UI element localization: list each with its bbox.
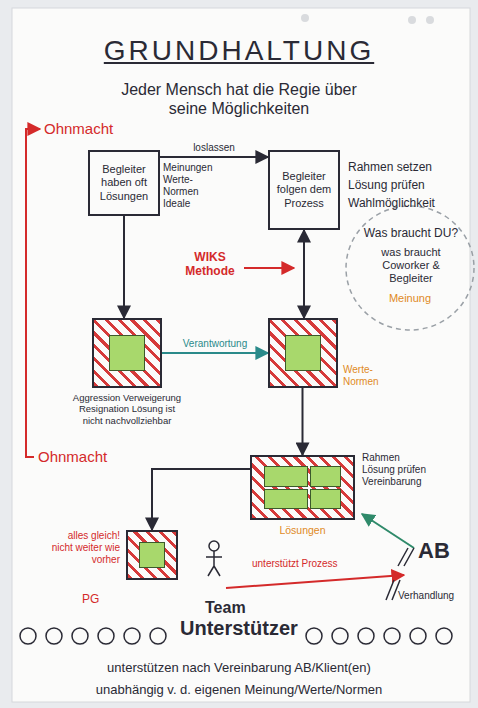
note-label: Rahmen setzen [348, 160, 473, 174]
hatched-box: Lösungen [240, 455, 365, 537]
slash-marks [386, 580, 400, 600]
note-label: PG [82, 592, 99, 606]
hatched-square [268, 318, 338, 388]
method-arrow [244, 267, 294, 269]
node-text: Aggression Verweigerung Resignation Lösu… [72, 392, 182, 426]
note-label: Was braucht DU? [356, 226, 466, 240]
node-text: Lösungen [240, 524, 365, 537]
solution-piece [310, 489, 341, 510]
note-label: Unterstützer [180, 616, 298, 640]
node-text: Begleiter haben oft Lösungen [94, 163, 154, 203]
note-label: unterstützen nach Vereinbarung AB/Klient… [20, 660, 458, 676]
team-circle [46, 628, 62, 644]
note-label: WIKS Methode [180, 250, 240, 279]
ohnmacht-loop [26, 129, 40, 457]
edge-label: loslassen [193, 142, 235, 154]
inner-square [285, 335, 322, 372]
hatched-box: Aggression Verweigerung Resignation Lösu… [72, 318, 182, 426]
note-label: unterstützt Prozess [250, 558, 340, 570]
team-circle [436, 628, 452, 644]
node-text: Werte-Normen [343, 364, 405, 388]
note-label: Verhandlung [398, 590, 454, 602]
hatched-square [250, 455, 355, 520]
connector-arrow [303, 230, 305, 318]
hatched-box: alles gleich! nicht weiter wie vorher [48, 530, 178, 580]
solution-piece [264, 489, 308, 510]
figure-head [209, 541, 219, 551]
edge-label: Verantwortung [183, 338, 248, 350]
hatched-box: Werte-Normen [268, 318, 405, 388]
solution-pieces [264, 466, 341, 510]
punch-hole [408, 16, 416, 24]
team-circle [20, 628, 36, 644]
inner-square [139, 542, 166, 568]
node-caption: Lösungen [240, 524, 365, 537]
note-label: Wahlmöglichkeit [348, 196, 473, 210]
node-text: alles gleich! nicht weiter wie vorher [48, 530, 120, 566]
process-box: Begleiter haben oft Lösungen [88, 150, 160, 216]
note-label: Meinungen Werte-Normen Ideale [163, 162, 219, 210]
dashed-circle [346, 206, 474, 330]
person-figure [206, 541, 222, 576]
slash-marks [398, 548, 414, 566]
note-label: Jeder Mensch hat die Regie über seine Mö… [104, 80, 374, 118]
note-label: Meinung [380, 292, 440, 305]
team-circle [332, 628, 348, 644]
title: GRUNDHALTUNG [0, 34, 478, 68]
team-circle [306, 628, 322, 644]
note-label: unabhängig v. d. eigenen Meinung/Werte/N… [20, 682, 458, 698]
hatched-square [126, 530, 178, 580]
note-label: Team [205, 598, 246, 617]
note-label: Lösung prüfen [348, 178, 473, 192]
connector-arrow [160, 156, 268, 158]
team-circle [150, 628, 166, 644]
solution-piece [264, 466, 308, 487]
note-label: Rahmen Lösung prüfen Vereinbarung [362, 452, 434, 488]
node-text: Begleiter folgen dem Prozess [274, 170, 334, 210]
punch-hole [426, 16, 434, 24]
note-label: Ohnmacht [44, 120, 113, 138]
team-circle [384, 628, 400, 644]
node-caption: Werte-Normen [343, 364, 405, 388]
connector-arrow [152, 469, 250, 530]
punch-hole [301, 14, 309, 22]
connector-arrow [162, 352, 268, 354]
node-caption: alles gleich! nicht weiter wie vorher [48, 530, 120, 566]
note-label: AB [418, 538, 450, 564]
paper-sheet [12, 8, 470, 702]
team-circle [124, 628, 140, 644]
connector-arrow [123, 216, 125, 318]
solution-piece [310, 466, 341, 487]
support-arrow [226, 575, 404, 588]
connector-arrow [302, 388, 304, 455]
note-label: Ohnmacht [38, 448, 107, 466]
note-label: was braucht Coworker & Begleiter [362, 246, 460, 286]
team-circle [98, 628, 114, 644]
team-circle [358, 628, 374, 644]
node-caption: Aggression Verweigerung Resignation Lösu… [72, 392, 182, 426]
process-box: Begleiter folgen dem Prozess [268, 150, 340, 230]
figure-body [206, 551, 222, 576]
hatched-square [92, 318, 162, 388]
team-circle [72, 628, 88, 644]
team-circle [410, 628, 426, 644]
ab-arrow [362, 514, 414, 548]
inner-square [109, 335, 146, 372]
